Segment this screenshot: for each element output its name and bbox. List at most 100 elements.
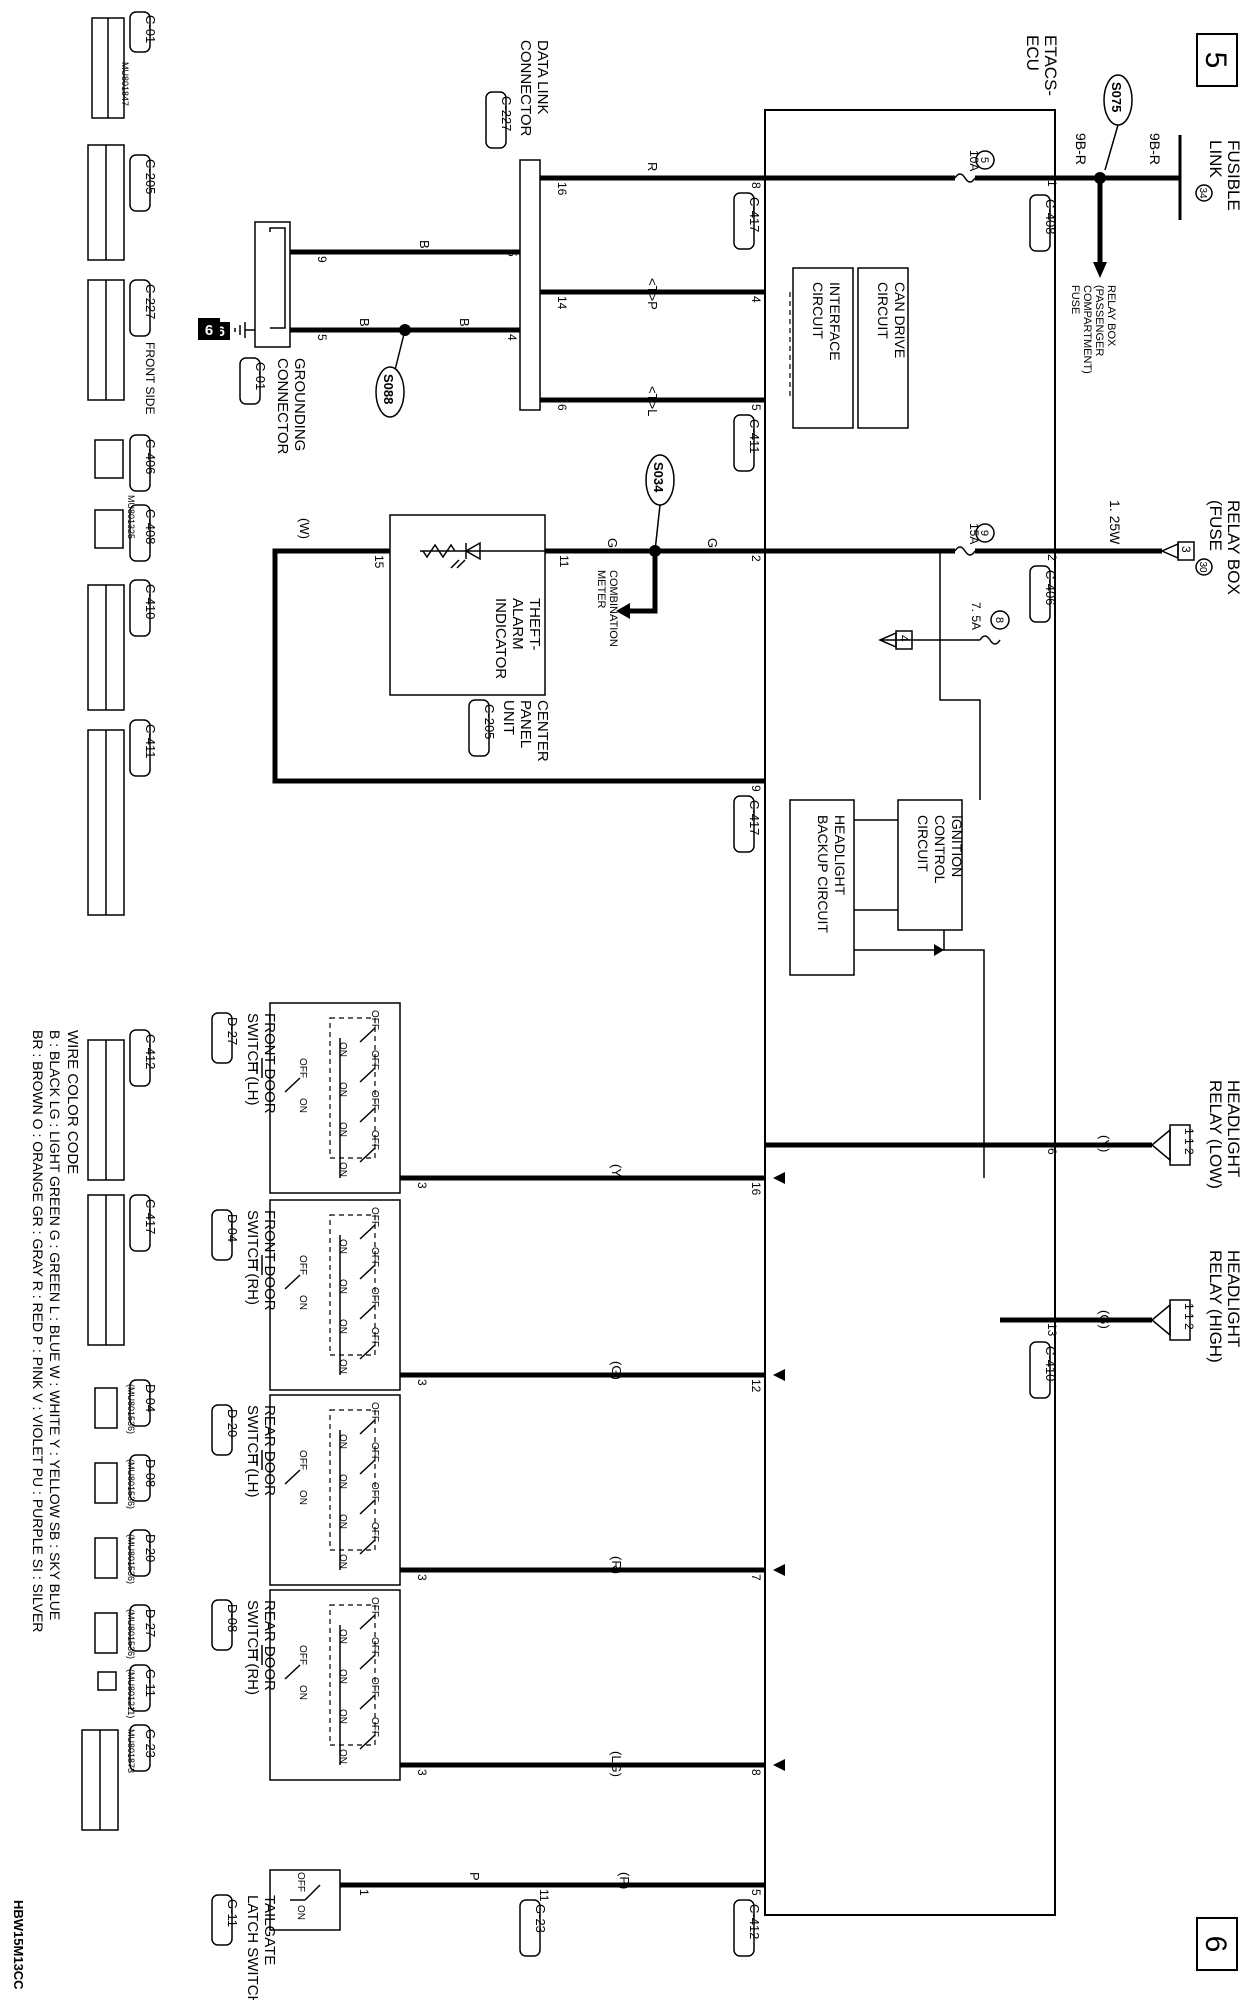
svg-text:C-01: C-01 [143,15,158,43]
page-number-top: 5 [1196,33,1238,87]
door-switch-box [269,1002,401,1194]
svg-text:LATCH SWITCH: LATCH SWITCH [244,1895,261,2000]
legend-c410: C-410 [87,579,158,711]
ecu-label-1: ETACS- [1041,35,1060,96]
svg-text:OFF: OFF [297,1450,308,1470]
svg-text:6: 6 [1199,1936,1232,1953]
c412-label: C-412 [733,1899,762,1957]
door-switch-name: FRONT DOOR [261,1210,278,1311]
center-panel-unit-box [389,514,546,696]
svg-text:9: 9 [978,530,990,536]
svg-text:RELAY BOX: RELAY BOX [1224,500,1243,595]
door-wire-label: (R) [609,1556,624,1574]
svg-text:OFF: OFF [369,1717,380,1737]
svg-text:DATA LINK: DATA LINK [534,40,551,114]
svg-text:OFF: OFF [369,1207,380,1227]
svg-text:RELAY BOX: RELAY BOX [1105,285,1117,347]
svg-text:34: 34 [1197,187,1208,199]
svg-text:ON: ON [337,1749,348,1764]
g11-label: G-11 [211,1894,240,1946]
connector-legend: C-01 MU801847 C-205 C-227 FRONT SIDE 6 C… [81,11,220,1831]
c205-label: C-205 [468,699,497,757]
svg-text:C-408: C-408 [1043,199,1058,234]
svg-text:B: B [357,318,372,327]
svg-text:D-27: D-27 [143,1609,158,1637]
wire-code-row2: BR : BROWN O : ORANGE GR : GRAY R : RED … [30,1030,46,1632]
door-switch-connector: D-04 [211,1209,240,1261]
fuse-9-symbol [954,546,976,556]
svg-text:4: 4 [897,635,911,642]
svg-text:C-205: C-205 [143,159,158,194]
can-drive-circuit [857,267,909,429]
svg-text:8: 8 [749,182,763,189]
svg-text:C-412: C-412 [143,1034,158,1069]
tailgate-switch-contacts: OFF ON [290,1872,321,1920]
door-ecu-pin: 12 [749,1379,763,1393]
svg-text:ON: ON [297,1490,308,1505]
svg-text:30: 30 [1197,561,1208,573]
svg-text:C-227: C-227 [143,284,158,319]
svg-text:15A: 15A [967,523,981,544]
svg-text:5: 5 [1199,52,1232,69]
svg-text:ON: ON [337,1082,348,1097]
svg-text:(MU801211): (MU801211) [126,1669,136,1718]
ignition-control-circuit [897,799,963,931]
figure-code: HBW15M13CC [11,1900,26,1990]
door-wire-label: (G) [609,1361,624,1380]
c410-label: C-410 [1029,1341,1058,1399]
door-pin: 3 [415,1182,429,1189]
svg-text:ON: ON [337,1279,348,1294]
svg-text:ALARM: ALARM [509,598,526,650]
svg-text:1 1 2: 1 1 2 [1182,1128,1196,1155]
splice-s034: S034 [645,454,675,506]
svg-text:6: 6 [205,322,213,339]
svg-text:OFF: OFF [369,1287,380,1307]
legend-d08: D-08 (MU801536) [94,1454,158,1509]
svg-text:(PASSENGER: (PASSENGER [1093,285,1105,356]
wire-w [272,548,765,784]
theft-alarm-resistor [422,543,456,559]
svg-text:INTERFACE: INTERFACE [827,282,843,361]
door-switch-name-2: SWITCH (LH) [244,1405,261,1498]
svg-text:UNIT: UNIT [500,700,517,735]
door-switch-connector: D-27 [211,1012,240,1064]
c227-label: C-227 [485,91,514,149]
svg-text:OFF: OFF [297,1645,308,1665]
backup-diode [934,944,944,956]
door-switch-name: REAR DOOR [261,1600,278,1691]
svg-text:9: 9 [315,256,329,263]
data-link-connector-body [519,159,541,411]
relay-box-arrow [1093,262,1107,278]
svg-text:C-412: C-412 [747,1904,762,1939]
svg-text:OFF: OFF [369,1090,380,1110]
fuse-8-symbol [979,635,1001,645]
s075-leader [1104,124,1119,171]
svg-text:1. 25W: 1. 25W [1107,500,1123,545]
svg-text:MU801847: MU801847 [120,62,130,106]
svg-text:5: 5 [749,404,763,411]
svg-text:GROUNDING: GROUNDING [291,358,308,451]
svg-text:C-227: C-227 [499,96,514,131]
svg-text:CONTROL: CONTROL [932,815,948,884]
combination-meter-branch [627,551,658,614]
svg-text:OFF: OFF [369,1247,380,1267]
svg-text:C-410: C-410 [143,584,158,619]
c408-label: C-408 [1029,194,1058,252]
svg-text:D-27: D-27 [225,1017,240,1045]
page-number-bottom: 6 [1196,1917,1238,1971]
headlight-high-connector: 1 1 2 [1150,1299,1196,1341]
svg-text:(MU801536): (MU801536) [126,1459,136,1509]
svg-text:METER: METER [595,570,607,609]
door-diode-icon [773,1759,785,1771]
svg-text:OFF: OFF [369,1597,380,1617]
fusible-link-number: 34 [1195,184,1213,202]
c406-label: C-406 [1029,565,1058,623]
theft-alarm-led [464,541,481,561]
svg-text:6: 6 [1045,1148,1059,1155]
svg-text:ON: ON [295,1905,306,1920]
svg-text:P: P [467,1872,482,1881]
svg-text:(MU801536): (MU801536) [126,1534,136,1584]
svg-text:ON: ON [337,1669,348,1684]
